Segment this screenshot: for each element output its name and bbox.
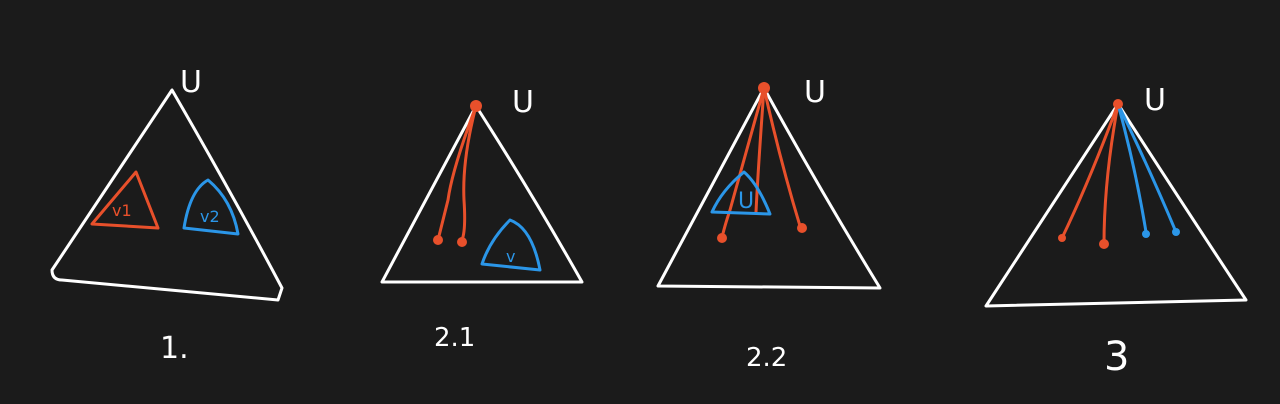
panel-2-1-subtree-v <box>480 218 542 272</box>
panel-2-1-outer-triangle <box>380 104 584 284</box>
panel-1-subtree-v2-label: v2 <box>200 207 220 226</box>
panel-3-red-path-1 <box>1060 102 1120 240</box>
panel-2-1-red-path-1 <box>436 104 478 242</box>
panel-1-subtree-v2 <box>182 178 240 236</box>
panel-2-2-subtree-u-label: U <box>738 189 754 214</box>
panel-3-root-label: U <box>1144 83 1166 118</box>
panel-3-red-node-2 <box>1099 239 1109 249</box>
panel-3-blue-node-2 <box>1172 228 1180 236</box>
panel-2-2-red-path-2 <box>754 86 766 214</box>
panel-2-2-red-path-1 <box>720 86 766 240</box>
panel-2-2-subtree-u <box>710 170 772 216</box>
panel-3-red-path-2 <box>1102 102 1120 246</box>
panel-1-caption: 1. <box>160 331 189 366</box>
panel-2-1-red-path-2 <box>460 104 478 242</box>
panel-2-1: v U 2.1 <box>380 85 584 353</box>
panel-3-blue-path-1 <box>1116 102 1148 234</box>
panel-2-2-caption: 2.2 <box>746 343 787 373</box>
panel-2-1-red-node-1 <box>433 235 443 245</box>
panel-1-subtree-v1 <box>90 170 160 230</box>
panel-3-outer-triangle <box>984 102 1248 308</box>
panel-2-1-root-node <box>470 100 482 112</box>
panel-2-2-outer-triangle <box>656 86 882 290</box>
panel-2-2-root-label: U <box>804 75 826 110</box>
panel-3-caption: 3 <box>1104 334 1129 380</box>
panel-3-blue-path-2 <box>1116 102 1178 234</box>
panel-1-subtree-v1-label: v1 <box>112 201 132 220</box>
panel-3-root-node <box>1113 99 1123 109</box>
panel-1-outer-triangle <box>50 88 284 302</box>
panel-2-1-caption: 2.1 <box>434 323 475 353</box>
panel-2-2-red-node-2 <box>797 223 807 233</box>
panel-3: U 3 <box>984 83 1248 380</box>
panel-3-blue-node-1 <box>1142 230 1150 238</box>
panel-2-2-red-node-1 <box>717 233 727 243</box>
panel-2-2-root-node <box>758 82 770 94</box>
panel-1: v1 v2 U 1. <box>50 65 284 366</box>
panel-2-2-red-path-3 <box>762 86 802 228</box>
panel-2-1-root-label: U <box>512 85 534 120</box>
panel-1-root-label: U <box>180 65 202 100</box>
panel-2-1-subtree-v-label: v <box>506 247 515 266</box>
panel-2-1-red-node-2 <box>457 237 467 247</box>
panel-2-2: U U 2.2 <box>656 75 882 373</box>
panel-3-red-node-1 <box>1058 234 1066 242</box>
